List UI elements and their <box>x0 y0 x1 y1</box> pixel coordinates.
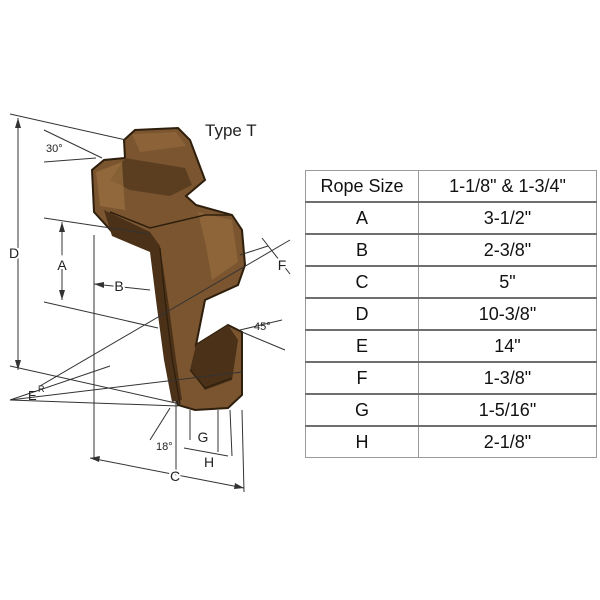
dimension-b-label: B <box>114 278 123 294</box>
dimension-key: C <box>305 265 419 299</box>
dimension-value: 14" <box>418 329 597 363</box>
hook-shadow-top <box>110 158 192 196</box>
dimension-value: 2-1/8" <box>418 425 597 458</box>
hook-diagram: Type T 30° D A B E R F 45° 18° G H C <box>7 113 291 493</box>
dimension-g-label: G <box>198 429 209 445</box>
dimension-value: 5" <box>418 265 597 299</box>
dimension-key: D <box>305 297 419 331</box>
dimension-f-label: F <box>278 257 287 273</box>
angle-45-label: 45° <box>254 321 271 333</box>
dimension-key: G <box>305 393 419 427</box>
dimension-key: B <box>305 233 419 267</box>
hook-highlight-left <box>96 162 125 210</box>
hook-body <box>90 126 247 412</box>
dimension-lines <box>9 113 291 493</box>
dimension-a-label: A <box>57 257 67 273</box>
hook-highlight-right <box>198 212 238 280</box>
dimension-value: 3-1/2" <box>418 201 597 235</box>
hook-edge-2 <box>159 247 181 405</box>
dimension-h-label: H <box>204 454 214 470</box>
table-row: A 3-1/2" <box>305 201 597 235</box>
rope-size-table: Rope Size 1-1/8" & 1-3/4" A 3-1/2" B 2-3… <box>305 170 597 458</box>
table-row: B 2-3/8" <box>305 233 597 267</box>
header-size-value: 1-1/8" & 1-3/4" <box>418 170 597 203</box>
table-row: C 5" <box>305 265 597 299</box>
dimension-key: A <box>305 201 419 235</box>
table-row: D 10-3/8" <box>305 297 597 331</box>
angle-30-label: 30° <box>46 143 63 155</box>
dimension-key: H <box>305 425 419 458</box>
table-row: G 1-5/16" <box>305 393 597 427</box>
dimension-value: 10-3/8" <box>418 297 597 331</box>
table-row: E 14" <box>305 329 597 363</box>
dimension-e-label: E <box>28 388 37 403</box>
table-header-row: Rope Size 1-1/8" & 1-3/4" <box>305 170 597 203</box>
dimension-c-label: C <box>170 468 180 484</box>
diagram-title: Type T <box>205 121 257 140</box>
hook-edge-1 <box>109 211 232 229</box>
dimension-value: 1-3/8" <box>418 361 597 395</box>
radius-r-label: R <box>38 384 45 394</box>
table-row: F 1-3/8" <box>305 361 597 395</box>
dimension-key: E <box>305 329 419 363</box>
angle-18-label: 18° <box>156 441 173 453</box>
dimension-d-label: D <box>9 245 19 261</box>
dimension-value: 2-3/8" <box>418 233 597 267</box>
hook-shadow-face <box>104 210 182 402</box>
hook-edge-3 <box>189 369 233 389</box>
table-row: H 2-1/8" <box>305 425 597 458</box>
dimension-value: 1-5/16" <box>418 393 597 427</box>
header-rope-size: Rope Size <box>305 170 419 203</box>
dimension-key: F <box>305 361 419 395</box>
hook-highlight-tip <box>132 132 186 152</box>
dimension-arrowheads <box>15 118 244 489</box>
